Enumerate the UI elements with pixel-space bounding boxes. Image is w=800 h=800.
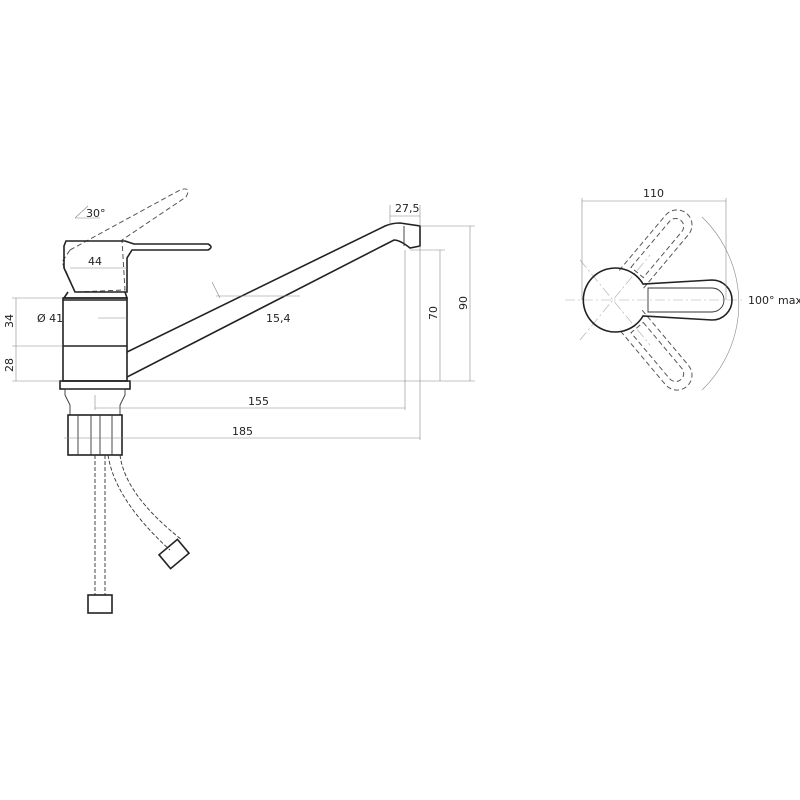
handle-neck bbox=[62, 291, 129, 299]
handle bbox=[63, 240, 212, 293]
lever-slot bbox=[647, 287, 725, 313]
hose-fitting bbox=[157, 538, 191, 570]
raised-lever-outline bbox=[61, 188, 189, 293]
centerline bbox=[579, 259, 651, 346]
body-diameter-label: Ø 41 bbox=[37, 312, 63, 325]
lever-top bbox=[582, 267, 733, 333]
overall-length-label: 185 bbox=[232, 425, 253, 438]
rotated-lever-outlines bbox=[618, 209, 693, 391]
hose-bent bbox=[107, 454, 183, 551]
rotation-label: 100° max bbox=[748, 294, 800, 307]
lower-height-label: 28 bbox=[3, 358, 16, 372]
outlet-height-label: 70 bbox=[427, 306, 440, 320]
upper-height-label: 34 bbox=[3, 314, 16, 328]
centerline bbox=[579, 254, 651, 341]
spout-diameter-label: 15,4 bbox=[266, 312, 291, 325]
handle-width-label: 44 bbox=[88, 255, 102, 268]
rotation-arc bbox=[701, 216, 740, 391]
top-view: 110 100° max bbox=[565, 187, 800, 391]
spout-tip-label: 27,5 bbox=[395, 202, 420, 215]
hose-fitting bbox=[87, 594, 113, 614]
lever-angle-label: 30° bbox=[86, 207, 106, 220]
total-height-label: 90 bbox=[457, 296, 470, 310]
mounting-nut bbox=[67, 414, 123, 456]
faucet-body bbox=[62, 297, 128, 382]
spout bbox=[126, 222, 421, 378]
base-ring bbox=[59, 380, 131, 390]
hose-straight bbox=[94, 455, 106, 595]
dimension-lines bbox=[12, 205, 475, 440]
side-view: 30° 44 Ø 41 34 28 27,5 15,4 70 90 155 18… bbox=[3, 188, 475, 614]
reach-label: 155 bbox=[248, 395, 269, 408]
lever-length-label: 110 bbox=[643, 187, 664, 200]
